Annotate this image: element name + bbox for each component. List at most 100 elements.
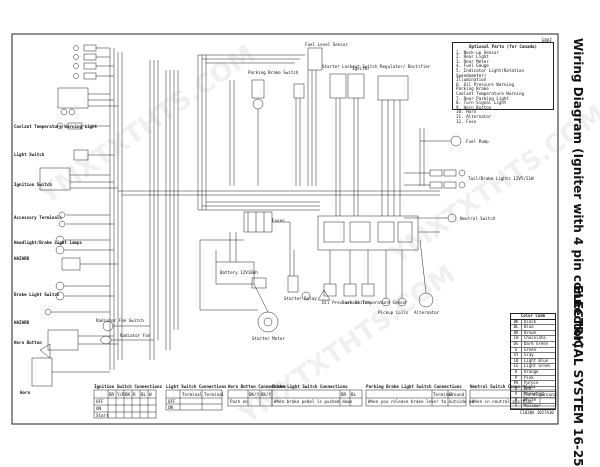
optional-part: Parking Brake [456,86,489,92]
section-title: ELECTRICAL SYSTEM 16-25 [571,285,585,467]
neutral-table-title: Neutral Switch Connections [470,384,536,389]
light-row-on: ON [168,405,174,410]
color-abbr: BR [511,330,522,336]
optional-part: 1. Neck-up Sensor [456,49,499,55]
brake-col: BR [341,392,347,397]
horn-button-label: Horn Button [14,340,42,345]
ignition-col: R [133,392,136,397]
fuel-level-label: Fuel Level Sensor [305,42,348,47]
color-abbr: BK [511,319,522,325]
color-abbr: W [511,397,522,403]
color-abbr: DG [511,341,522,347]
hazard-label: HAZARD [14,256,30,261]
color-abbr: V [511,392,522,397]
radiator-fan-label: Radiator Fan [120,333,151,338]
color-name: Blue [524,324,534,330]
optional-parts-box: Optional Parts (for Canada) 1. Neck-up S… [452,42,554,123]
parking-row: When you release brake lever to outside … [368,399,474,404]
color-name: Chocolate [524,335,546,341]
parking-table-title: Parking Brake Light Switch Connections [366,384,462,389]
optional-part: 7. Rear Parking Light [456,95,509,101]
parking-col: Terminal [433,392,454,397]
headlight-label: Headlight/Brake Light Lamps [14,240,83,245]
coolant-temp-label: Coolant Temperature Warning Light [14,124,98,129]
optional-parts-title: Optional Parts (for Canada) [468,44,538,49]
parking-brake-label: Parking Brake Switch [248,70,299,75]
ignition-row-on: ON [96,406,102,411]
color-abbr: O [511,369,522,375]
top-center-components [229,47,409,216]
left-connectors [31,44,154,387]
optional-part: 11. Alternator [456,113,492,119]
ignition-col: Y/R [117,392,125,397]
color-abbr: GY [511,353,522,358]
color-name: Orange [524,368,539,374]
horn-col: BK/Y [261,392,272,397]
light-table-title: Light Switch Connections [166,384,227,389]
light-row-off: OFF [168,399,176,404]
color-name: Violet [524,391,539,397]
regulator-label: Regulator/ Rectifier [380,64,431,69]
horn-label: Horn [20,390,31,395]
color-name: Purple [524,380,539,386]
color-name: Light Blue [524,357,549,363]
color-name: White [524,396,537,402]
reference-code: C1038A 1027A10 [520,410,554,415]
light-col: Terminal [182,392,203,397]
color-name: Dark Green [524,340,549,346]
coolant-sensor-label: Coolant Temperature Sensor [342,300,408,305]
optional-part: Coolant Temperature Warning [456,90,525,96]
starter-motor-label: Starter Motor [252,336,285,341]
ignition-col: BK [125,392,131,397]
starter-lockout-label: Starter Lockout Switch [322,64,378,69]
ignition-switch-label: Ignition Switch [14,182,52,187]
color-abbr: Y [511,403,522,409]
color-name: Green [524,346,537,352]
brake-light-switch-label: Brake Light Switch [14,292,60,297]
wiring-diagram-page: YMXTXTHTS.COM YMXTXTHTS.COM YMXTXTHTS.CO… [11,33,600,467]
light-col: Terminal [204,392,225,397]
optional-part: 6. Oil Pressure Warning [456,81,514,87]
optional-part: 5. Indicator Light(Rotation Speedometer) [456,67,525,78]
fuses-label: Fuses [272,218,285,223]
optional-part: Illumination [456,77,487,83]
color-abbr: R [511,386,522,392]
wire-bus-top [118,54,440,211]
wire-bus-left [109,48,207,370]
light-switch-label: Light Switch [14,152,45,157]
center-relay-block [317,215,440,308]
color-name: Brown [524,329,537,335]
neutral-switch-label: Neutral Switch [460,216,496,221]
optional-part: 10. Horn [456,109,477,115]
color-name: Light Green [524,363,551,369]
brake-row: When brake pedal is pushed down [274,399,353,404]
horn-row: Push on [230,399,248,404]
parking-col: Ground [449,392,465,397]
color-code-title: Color Code [511,313,555,320]
brake-col: BL [351,392,357,397]
color-abbr: BL [511,325,522,330]
ignition-col: W [149,392,152,397]
pickup-coils-label: Pickup Coils [378,310,409,315]
radiator-fan-switch-label: Radiator Fan Switch [96,318,144,323]
battery-label: Battery 12V18Ah [220,270,258,275]
color-name: Black [524,318,537,324]
ignition-row-start: Start [96,413,109,418]
ignition-col: BR [109,392,115,397]
neutral-row: When in neutral position [472,399,533,404]
ignition-table-title: Ignition Switch Connections [94,384,163,389]
hazard2-label: HAZARD [14,320,30,325]
starter-relay-label: Starter Relay [284,296,317,301]
